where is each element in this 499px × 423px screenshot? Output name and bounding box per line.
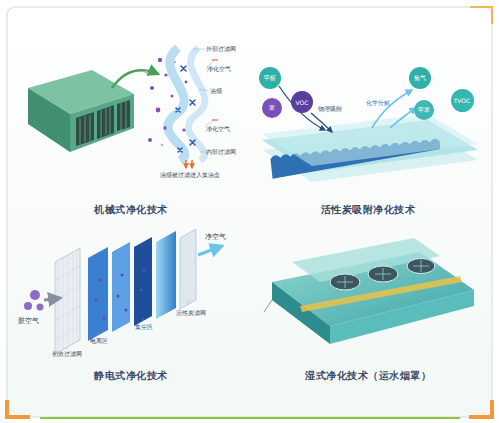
part-label: 物理吸附 bbox=[318, 106, 342, 113]
pollutant-circle: 苯 bbox=[262, 98, 282, 118]
pollutant-name: TVOC bbox=[454, 97, 471, 104]
panel-title: 机械式净化技术 bbox=[15, 203, 247, 217]
panel-title: 活性炭吸附净化技术 bbox=[252, 203, 484, 217]
part-label: 电离区 bbox=[90, 338, 108, 344]
part-label: 净空气 bbox=[205, 234, 226, 242]
pollutant-name: 甲醛 bbox=[264, 74, 276, 83]
part-label: 脏空气 bbox=[18, 318, 39, 326]
pollutant-name: 氨气 bbox=[414, 74, 426, 83]
part-label: 油烟被过滤进入集油盒 bbox=[160, 172, 220, 179]
pollutant-circle: 甲苯 bbox=[414, 100, 434, 120]
panel-title: 静电式净化技术 bbox=[15, 369, 247, 383]
pollutant-name: 苯 bbox=[269, 104, 275, 113]
pollutant-name: 甲苯 bbox=[418, 106, 430, 115]
pollutant-circle: 甲醛 bbox=[259, 67, 281, 89]
pollutant-circle: 氨气 bbox=[409, 67, 431, 89]
part-label: 外部过滤网 bbox=[206, 46, 236, 53]
part-label: 内部过滤网 bbox=[206, 149, 236, 156]
part-label: 净化空气 bbox=[206, 126, 230, 133]
part-label: 集尘区 bbox=[135, 324, 153, 330]
pollutant-circle: TVOC bbox=[451, 89, 474, 112]
part-label: 初效过滤网 bbox=[52, 351, 82, 357]
part-label: 活性炭滤网 bbox=[176, 310, 206, 316]
technology-panel: 湿式净化技术（运水烟罩） bbox=[252, 225, 484, 397]
part-label: 化学分解 bbox=[366, 100, 390, 107]
part-label: 净化空气 bbox=[207, 66, 231, 73]
pollutant-name: VOC bbox=[296, 99, 309, 106]
technology-panel: 活性炭吸附净化技术 甲醛苯 VOC 氨气 TVOC 甲苯 bbox=[252, 15, 484, 220]
pollutant-circle: VOC bbox=[291, 91, 313, 113]
panel-title: 湿式净化技术（运水烟罩） bbox=[252, 369, 484, 383]
part-label: 油烟 bbox=[210, 88, 222, 95]
technology-panel: 静电式净化技术 bbox=[15, 225, 247, 397]
